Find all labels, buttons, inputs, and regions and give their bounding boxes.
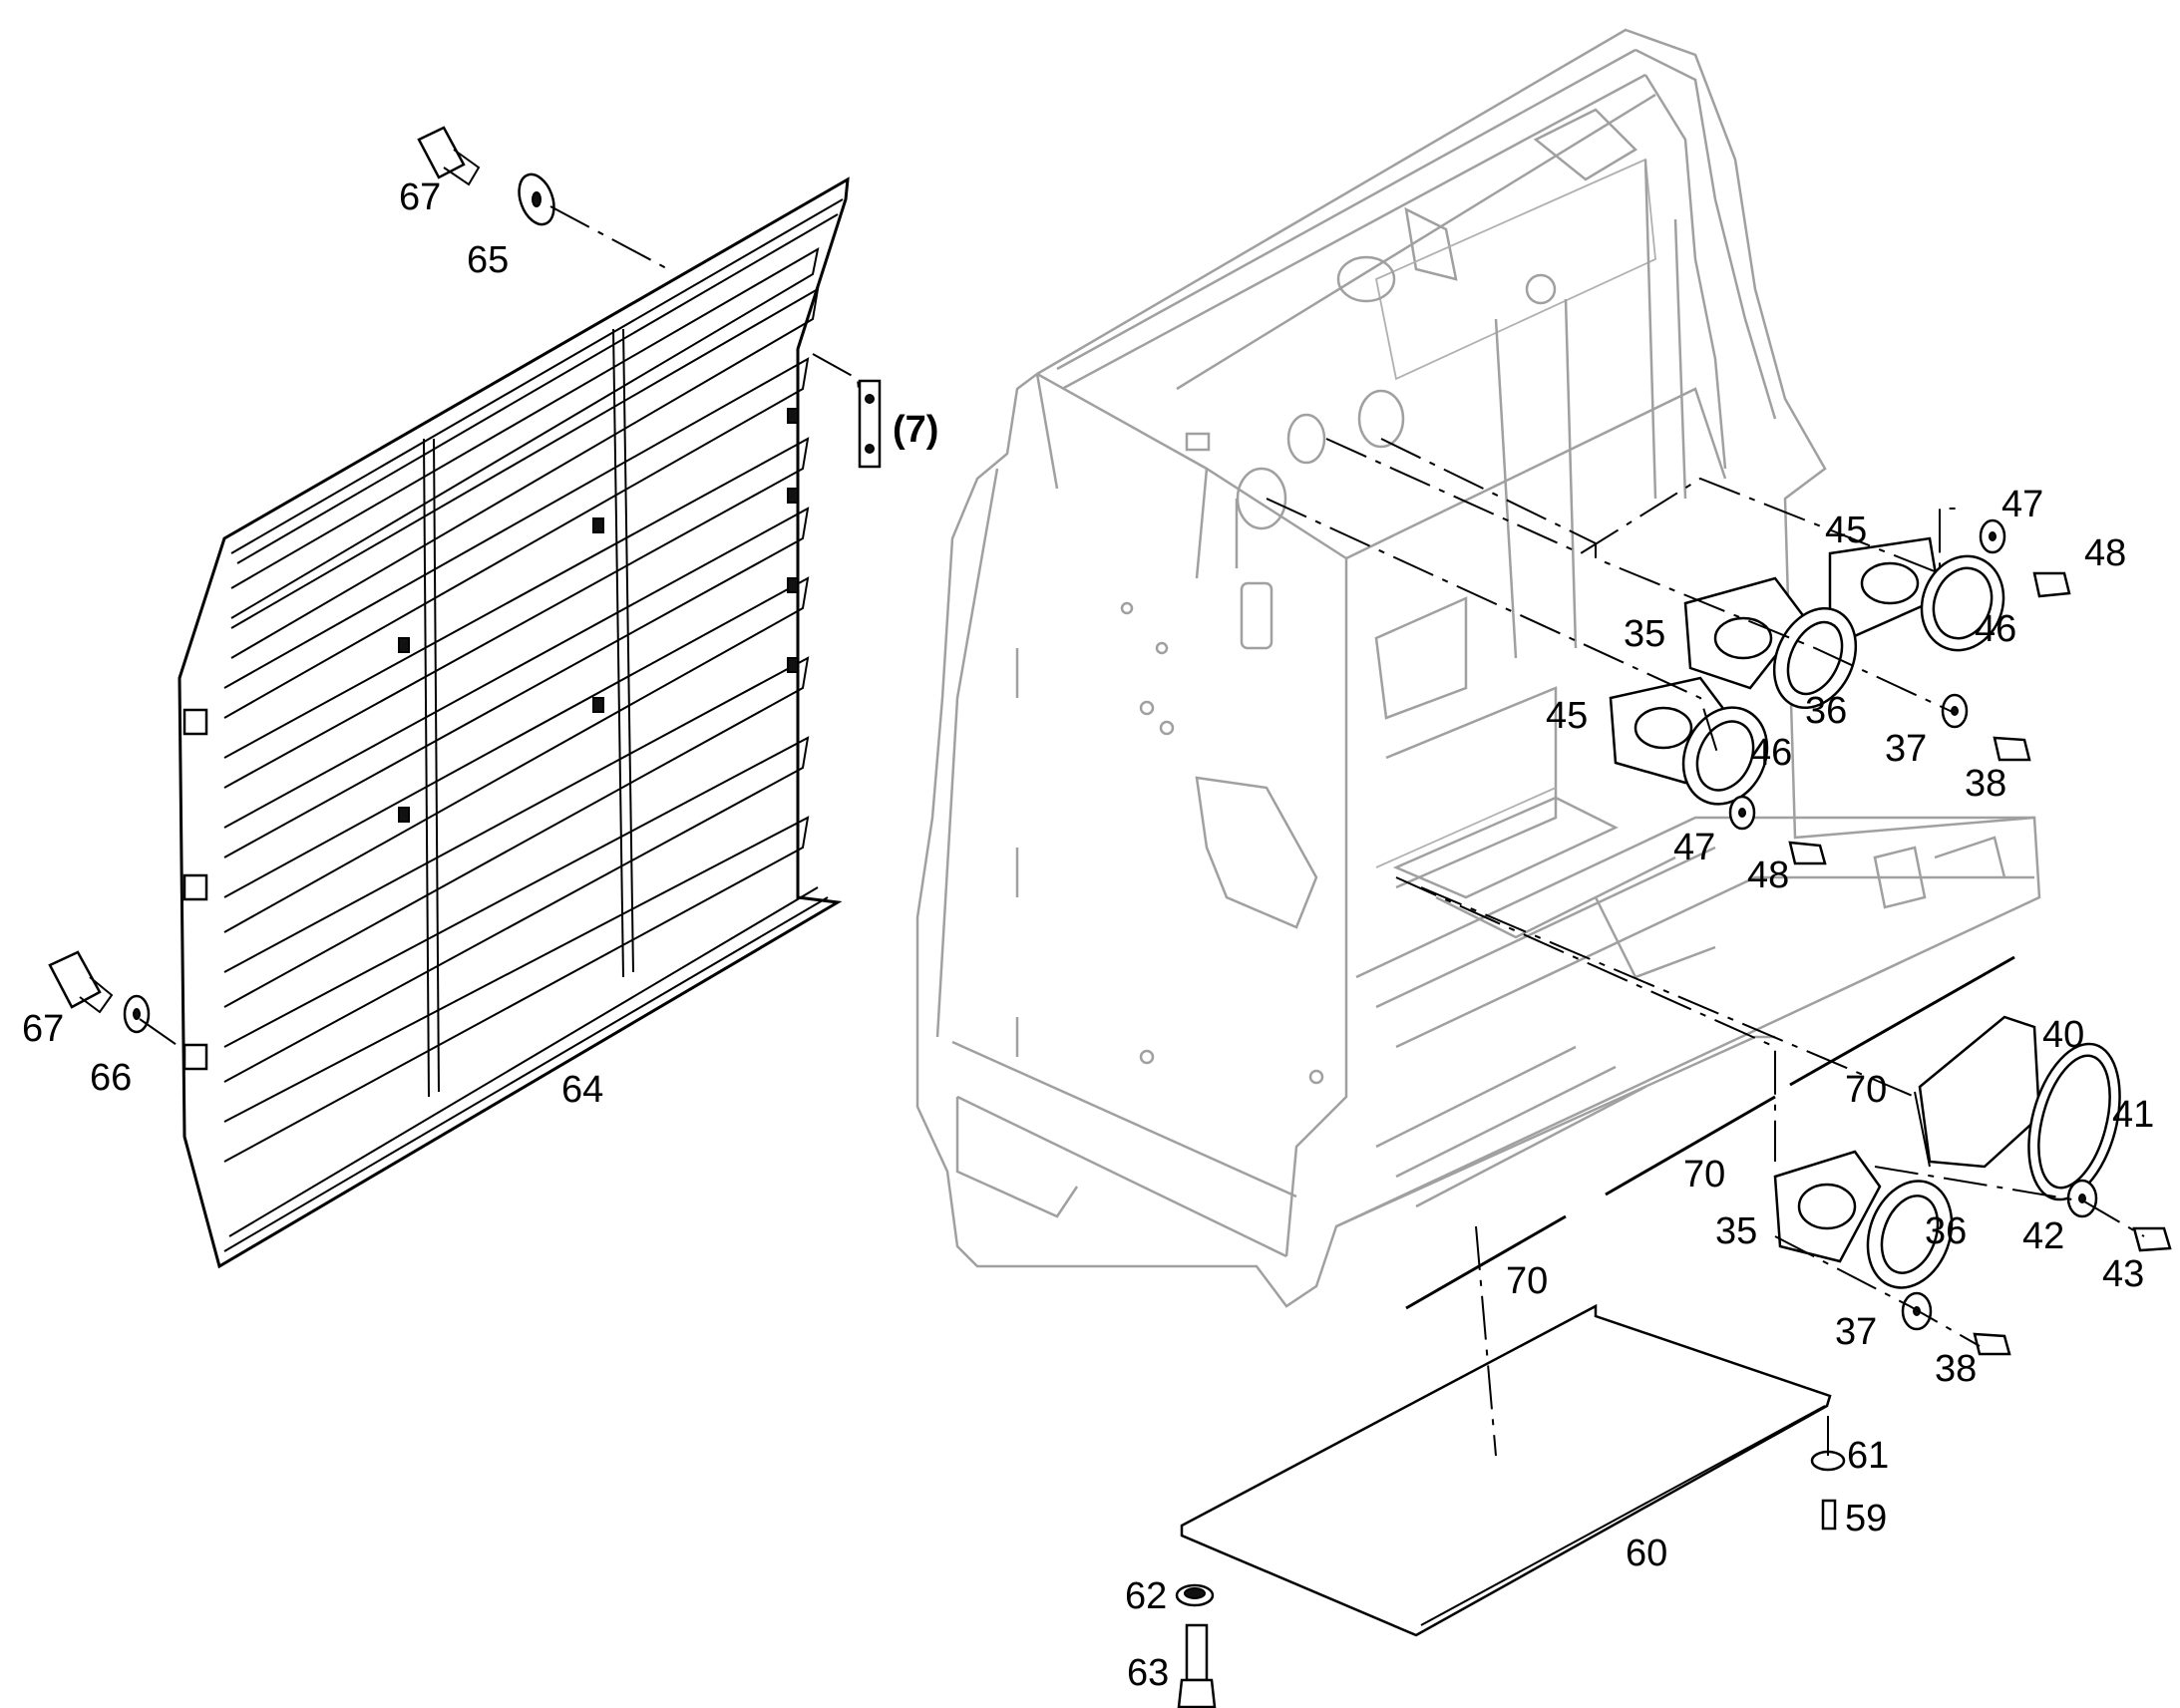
callout-70-middle: 70 <box>1683 1154 1725 1196</box>
callout-labels: 67 65 (7) 67 66 64 47 45 48 35 46 45 36 … <box>22 176 2154 1694</box>
bolt-48-lower <box>1788 841 1827 865</box>
washer-42 <box>2066 1179 2098 1218</box>
seal-41 <box>2027 1042 2121 1201</box>
callout-35-lower: 35 <box>1715 1210 1757 1252</box>
machine-frame <box>915 28 2041 1308</box>
callout-38-lower: 38 <box>1935 1348 1977 1390</box>
callout-63: 63 <box>1127 1652 1169 1694</box>
callout-67-top: 67 <box>399 176 441 218</box>
callout-62: 62 <box>1125 1575 1167 1617</box>
callout-48-lower: 48 <box>1747 854 1789 896</box>
callout-38-upper: 38 <box>1965 763 2006 805</box>
callout-43: 43 <box>2102 1253 2144 1295</box>
bolt-48-upper <box>2032 571 2071 598</box>
callout-70-lower: 70 <box>1506 1260 1548 1302</box>
callout-46-upper: 46 <box>1975 608 2016 650</box>
bolt-67-bottom <box>48 950 114 1014</box>
callout-70-upper: 70 <box>1845 1069 1887 1111</box>
callout-45-upper: 45 <box>1825 510 1867 551</box>
callout-36-lower: 36 <box>1925 1210 1967 1252</box>
callout-41: 41 <box>2112 1094 2154 1136</box>
louver-slats <box>223 247 820 1163</box>
flange-35-lower <box>1773 1150 1882 1263</box>
callout-65: 65 <box>467 239 509 281</box>
callout-61: 61 <box>1847 1435 1889 1477</box>
callout-37-upper: 37 <box>1885 728 1927 770</box>
callout-35-upper: 35 <box>1624 613 1665 655</box>
screw-59 <box>1821 1499 1837 1531</box>
seal-46-upper <box>1920 554 2005 652</box>
callout-42: 42 <box>2022 1215 2064 1257</box>
louver-grille <box>178 176 850 1269</box>
assembly-center-lines <box>139 205 2145 1457</box>
callout-40: 40 <box>2042 1014 2084 1056</box>
seal-36-upper <box>1772 606 1858 710</box>
callout-66: 66 <box>90 1057 132 1099</box>
link-plate-7 <box>858 379 882 469</box>
callout-37-lower: 37 <box>1835 1311 1877 1353</box>
callout-59: 59 <box>1845 1498 1887 1539</box>
callout-36-upper: 36 <box>1805 690 1847 732</box>
callout-47-lower: 47 <box>1673 827 1715 868</box>
strips-70 <box>1405 955 2015 1310</box>
bottom-plate-60 <box>1180 1303 1832 1637</box>
washer-47-lower <box>1728 795 1756 831</box>
bolt-38-lower <box>1973 1332 2011 1356</box>
seal-46-lower <box>1681 706 1769 806</box>
bolt-43 <box>2132 1226 2172 1252</box>
callout-46-lower: 46 <box>1750 732 1792 774</box>
washer-37-upper <box>1941 693 1969 729</box>
callout-47-upper: 47 <box>2001 484 2043 525</box>
seal-36-lower <box>1866 1180 1954 1289</box>
callout-67-bottom: 67 <box>22 1008 64 1050</box>
bolt-38-upper <box>1993 736 2031 762</box>
callout-45-lower: 45 <box>1546 695 1588 737</box>
callout-48-upper: 48 <box>2084 532 2126 574</box>
bolt-67-top <box>417 126 481 186</box>
callout-64: 64 <box>561 1069 603 1111</box>
bearing-cover-40 <box>1914 1015 2041 1169</box>
washer-62 <box>1175 1583 1215 1607</box>
washer-47-upper <box>1979 518 2006 554</box>
callout-60: 60 <box>1626 1533 1667 1574</box>
bolt-63 <box>1177 1623 1217 1708</box>
washer-66 <box>123 994 151 1034</box>
washer-65 <box>518 172 555 226</box>
callout-7: (7) <box>893 409 938 451</box>
